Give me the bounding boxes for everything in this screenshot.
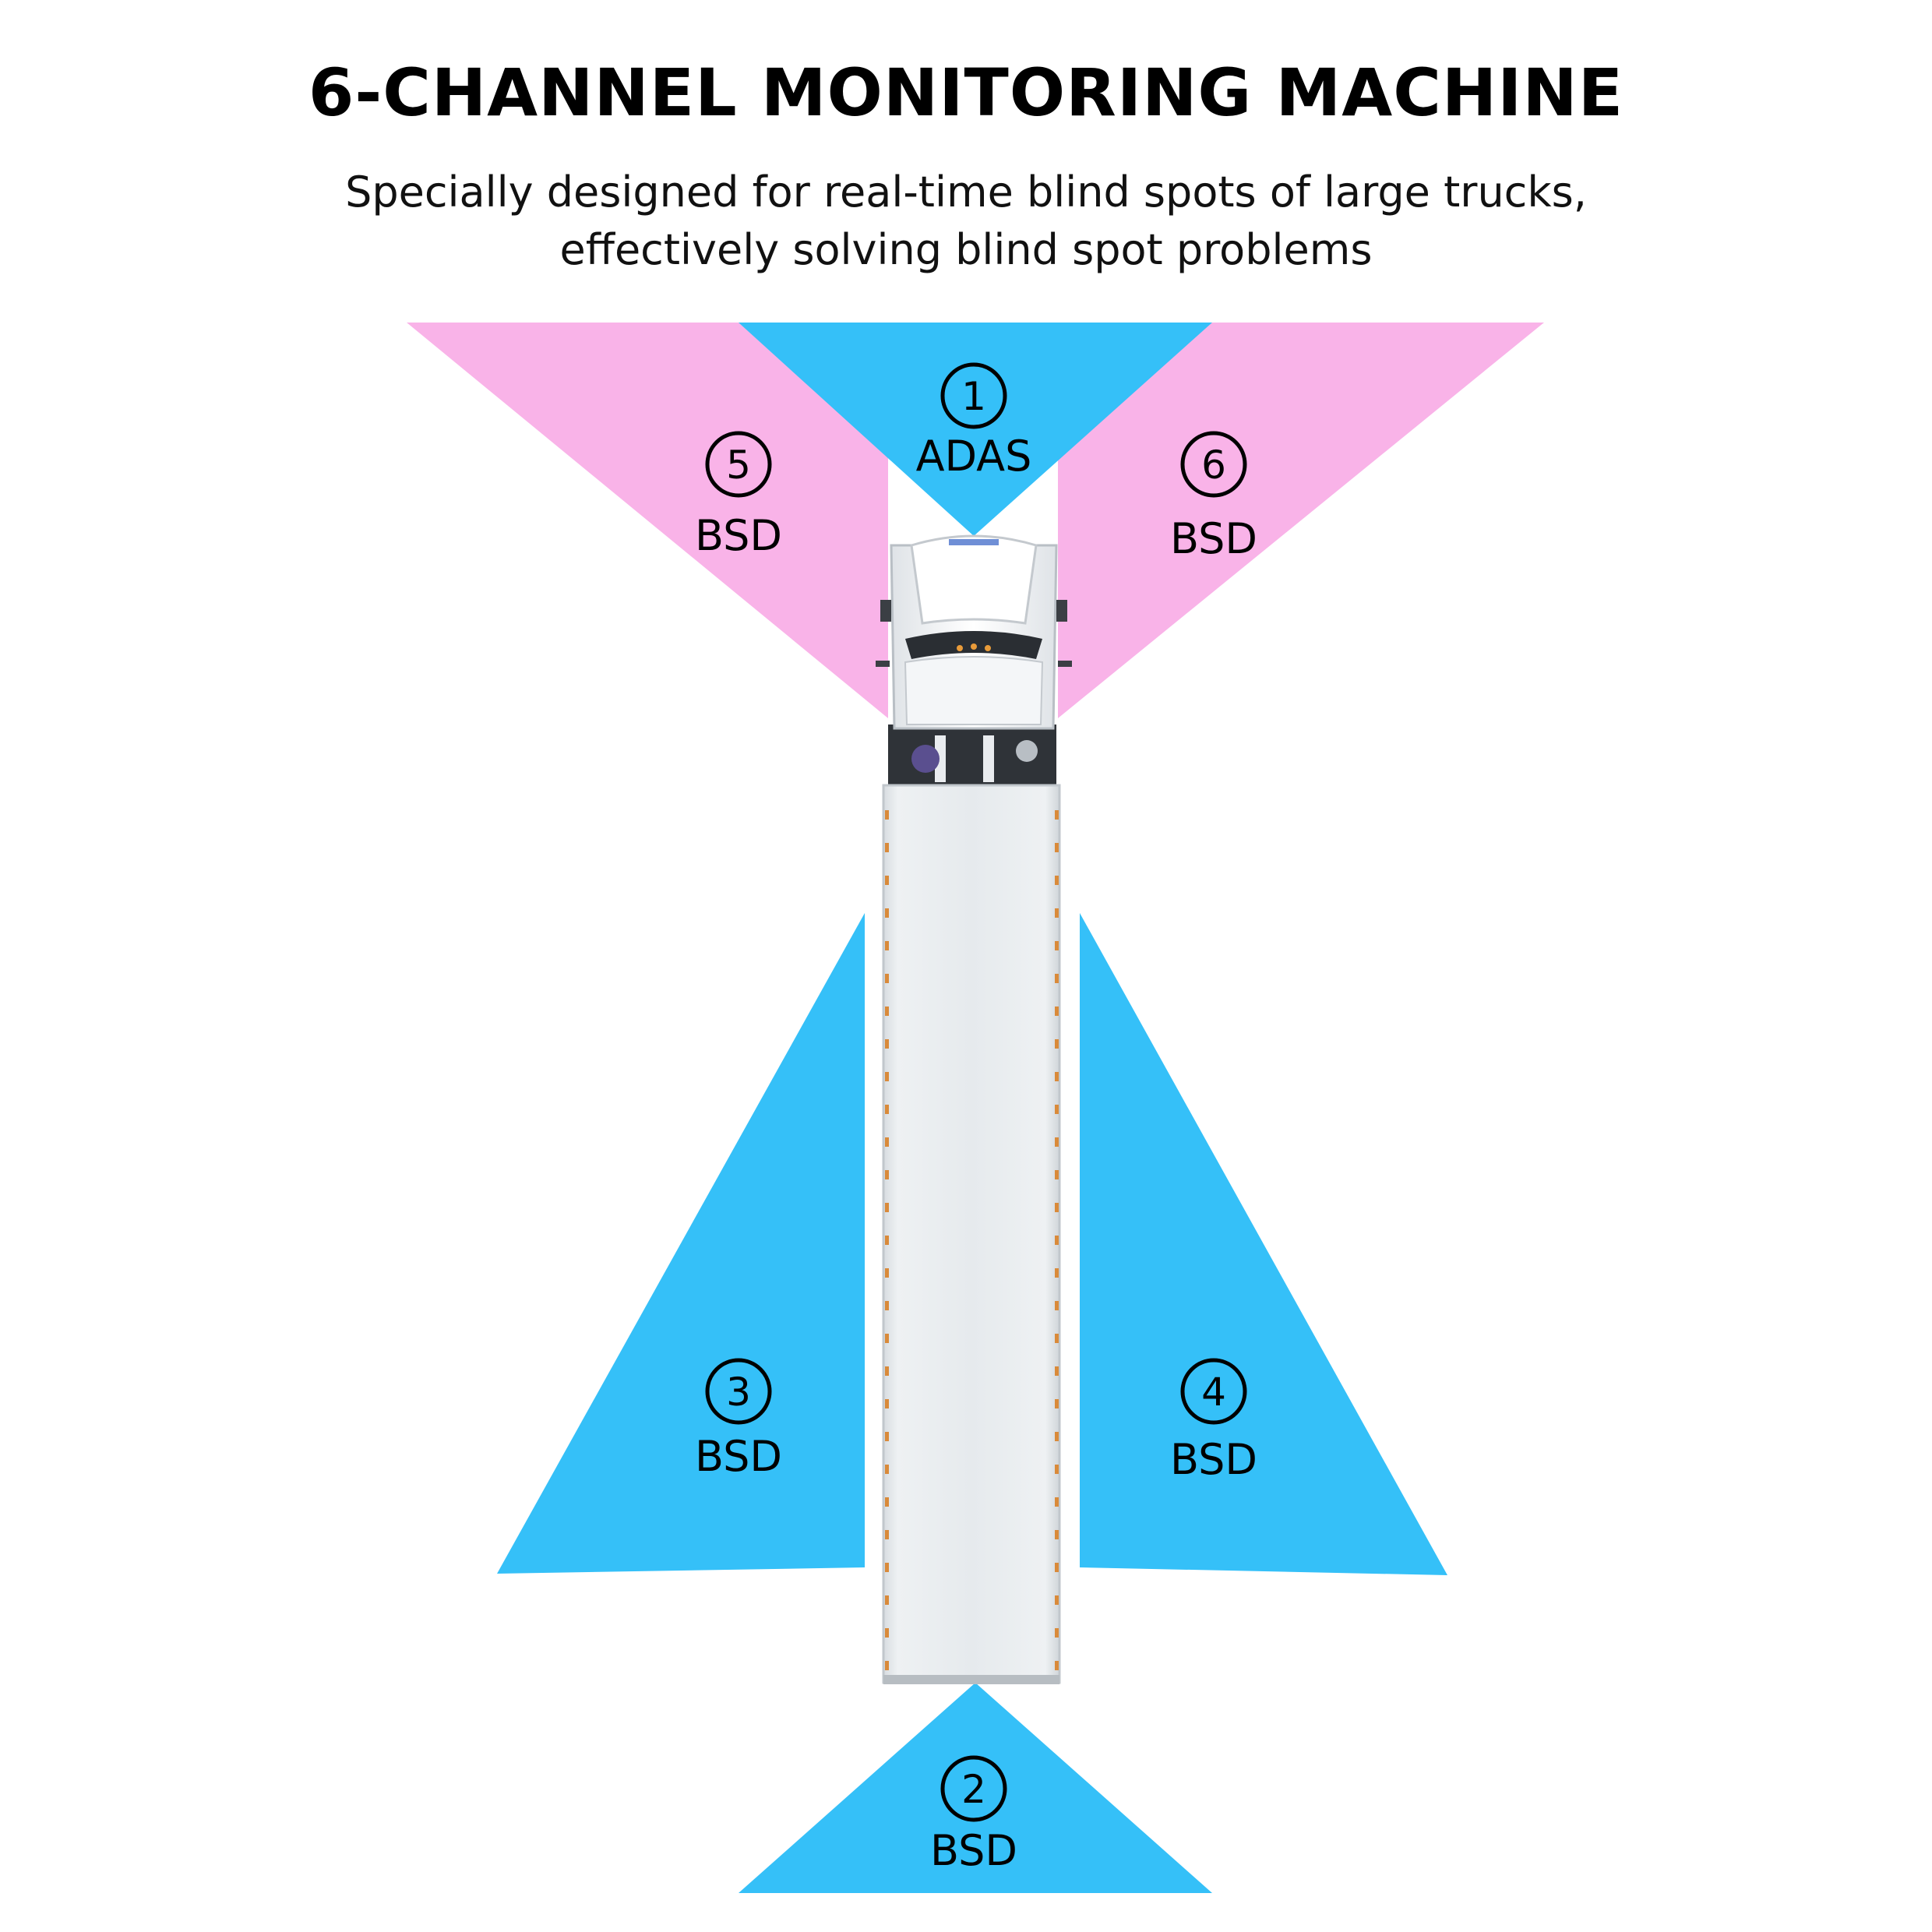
zone-5-label: 5 BSD bbox=[695, 431, 782, 560]
marker-light bbox=[1055, 810, 1059, 820]
zone-5-number-badge bbox=[705, 431, 772, 498]
zone-6-number-badge bbox=[1180, 431, 1247, 498]
marker-light bbox=[1055, 1595, 1059, 1605]
zone-3-type: BSD bbox=[695, 1432, 782, 1481]
marker-light bbox=[885, 1661, 889, 1670]
marker-light bbox=[885, 1563, 889, 1572]
trailer-marker-lights bbox=[885, 810, 1059, 1670]
marker-light bbox=[885, 810, 889, 820]
marker-light bbox=[1055, 1236, 1059, 1245]
marker-light bbox=[1055, 1497, 1059, 1507]
marker-light bbox=[1055, 1334, 1059, 1343]
marker-light bbox=[1055, 1105, 1059, 1114]
marker-light bbox=[1055, 1465, 1059, 1474]
marker-light bbox=[1055, 1301, 1059, 1310]
zone-6-label: 6 BSD bbox=[1170, 431, 1257, 563]
marker-light bbox=[1055, 1432, 1059, 1441]
page-title: 6-CHANNEL MONITORING MACHINE bbox=[308, 55, 1624, 131]
marker-light bbox=[885, 1236, 889, 1245]
zone-1-area bbox=[739, 323, 1212, 536]
marker-light bbox=[1055, 1530, 1059, 1539]
marker-light bbox=[1055, 941, 1059, 950]
marker-light bbox=[885, 1203, 889, 1212]
marker-light bbox=[1055, 843, 1059, 852]
marker-light bbox=[885, 1007, 889, 1016]
zone-6-type: BSD bbox=[1170, 514, 1257, 563]
marker-light bbox=[1055, 1661, 1059, 1670]
subtitle-line-2: effectively solving blind spot problems bbox=[559, 225, 1373, 274]
truck-illustration bbox=[876, 534, 1072, 1684]
marker-light bbox=[885, 1366, 889, 1376]
zone-4-number: 4 bbox=[1201, 1370, 1226, 1415]
marker-light bbox=[885, 1595, 889, 1605]
zone-1-number-badge bbox=[940, 362, 1007, 429]
marker-light bbox=[885, 843, 889, 852]
zone-3-number-badge bbox=[705, 1358, 772, 1425]
zone-3-label: 3 BSD bbox=[695, 1358, 782, 1481]
marker-light bbox=[1055, 1399, 1059, 1408]
zone-3-area bbox=[497, 913, 865, 1574]
marker-light bbox=[1055, 1268, 1059, 1278]
zone-4-number-badge bbox=[1180, 1358, 1247, 1425]
zone-1-label: 1 ADAS bbox=[916, 362, 1032, 481]
marker-light bbox=[885, 1628, 889, 1638]
marker-light bbox=[1055, 1007, 1059, 1016]
zone-1-type: ADAS bbox=[916, 432, 1032, 481]
marker-light bbox=[885, 1432, 889, 1441]
marker-light bbox=[885, 1399, 889, 1408]
zone-6-area bbox=[1058, 323, 1544, 718]
marker-light bbox=[885, 941, 889, 950]
zone-1-number: 1 bbox=[961, 374, 986, 419]
marker-light bbox=[885, 1334, 889, 1343]
marker-light bbox=[1055, 1628, 1059, 1638]
marker-light bbox=[885, 1497, 889, 1507]
marker-light bbox=[885, 1170, 889, 1179]
page-subtitle: Specially designed for real-time blind s… bbox=[0, 164, 1932, 279]
subtitle-line-1: Specially designed for real-time blind s… bbox=[345, 167, 1587, 217]
marker-light bbox=[1055, 908, 1059, 918]
marker-light bbox=[885, 1465, 889, 1474]
zone-2-type: BSD bbox=[930, 1826, 1017, 1875]
marker-light bbox=[1055, 1170, 1059, 1179]
marker-light bbox=[1055, 1366, 1059, 1376]
zone-5-number: 5 bbox=[726, 442, 751, 488]
zone-5-type: BSD bbox=[695, 511, 782, 560]
zone-6-number: 6 bbox=[1201, 442, 1226, 488]
zone-4-type: BSD bbox=[1170, 1435, 1257, 1484]
zone-2-label: 2 BSD bbox=[930, 1755, 1017, 1875]
zone-5-area bbox=[407, 323, 888, 718]
zone-4-area bbox=[1080, 913, 1447, 1575]
zone-2-number-badge bbox=[940, 1755, 1007, 1822]
marker-light bbox=[885, 1268, 889, 1278]
marker-light bbox=[1055, 1203, 1059, 1212]
marker-light bbox=[1055, 1072, 1059, 1081]
marker-light bbox=[885, 1105, 889, 1114]
marker-light bbox=[885, 876, 889, 885]
zone-3-number: 3 bbox=[726, 1370, 751, 1415]
marker-light bbox=[885, 1072, 889, 1081]
marker-light bbox=[1055, 1563, 1059, 1572]
zone-4-label: 4 BSD bbox=[1170, 1358, 1257, 1484]
marker-light bbox=[885, 1039, 889, 1049]
marker-light bbox=[1055, 1039, 1059, 1049]
marker-light bbox=[885, 1530, 889, 1539]
zone-2-number: 2 bbox=[961, 1767, 986, 1812]
zone-2-area bbox=[739, 1683, 1212, 1893]
marker-light bbox=[885, 974, 889, 983]
marker-light bbox=[1055, 1137, 1059, 1147]
marker-light bbox=[1055, 876, 1059, 885]
marker-light bbox=[885, 1301, 889, 1310]
marker-light bbox=[885, 1137, 889, 1147]
marker-light bbox=[1055, 974, 1059, 983]
marker-light bbox=[885, 908, 889, 918]
